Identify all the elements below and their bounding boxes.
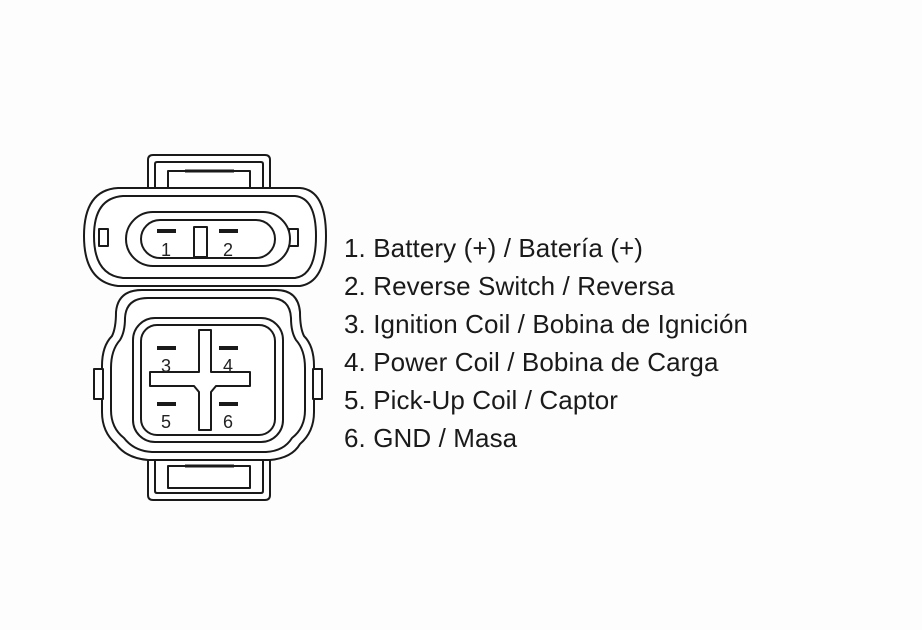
pin-6-label: 6 (223, 412, 233, 432)
legend-item: 2. Reverse Switch / Reversa (344, 271, 675, 301)
bottom-left-clip (93, 368, 104, 400)
legend-item: 6. GND / Masa (344, 423, 518, 453)
legend-item: 5. Pick-Up Coil / Captor (344, 385, 619, 415)
legend-item: 4. Power Coil / Bobina de Carga (344, 347, 719, 377)
legend-item: 3. Ignition Coil / Bobina de Ignición (344, 309, 749, 339)
bottom-latch-window (167, 465, 251, 489)
pin-1-label: 1 (161, 240, 171, 260)
top-plug (83, 154, 327, 287)
legend-item: 1. Battery (+) / Batería (+) (344, 233, 644, 263)
bottom-right-clip (312, 368, 323, 400)
pin-legend: 1. Battery (+) / Batería (+) 2. Reverse … (344, 229, 748, 457)
top-left-clip (98, 228, 109, 247)
bottom-cross-divider (149, 329, 251, 431)
pin-2-label: 2 (223, 240, 233, 260)
pin-4-label: 4 (223, 356, 233, 376)
bottom-plug (93, 289, 323, 501)
pin-3-label: 3 (161, 356, 171, 376)
pin-5-label: 5 (161, 412, 171, 432)
top-key-divider (193, 226, 208, 258)
